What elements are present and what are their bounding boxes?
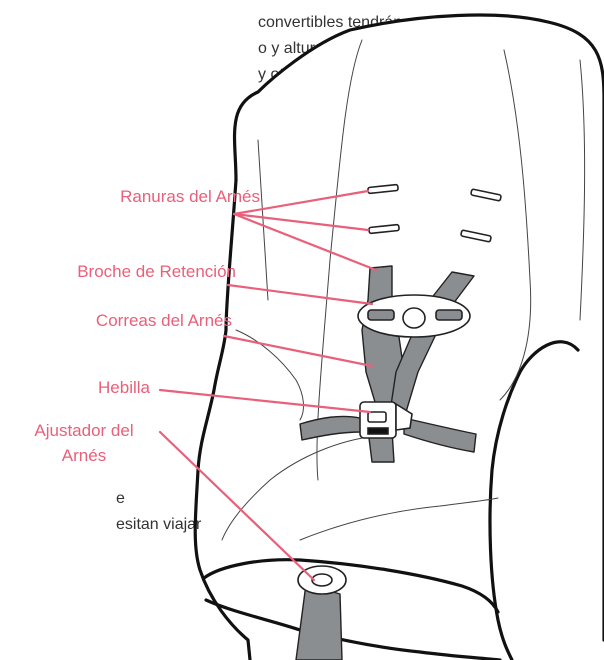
label-harness-slots: Ranuras del Arnés xyxy=(120,186,260,208)
seat-left-edge xyxy=(195,180,250,660)
harness-straps-pointer xyxy=(224,336,372,366)
bottom-crotch-strap xyxy=(296,584,342,660)
harness-adjuster-pointer xyxy=(160,432,314,580)
left-lap-belt xyxy=(300,416,362,440)
label-harness-adjuster-line-1: Ajustador del xyxy=(34,420,133,442)
buckle-pointer xyxy=(160,390,370,412)
seat-base-front xyxy=(204,560,498,612)
label-buckle: Hebilla xyxy=(98,377,150,399)
label-chest-clip: Broche de Retención xyxy=(77,261,236,283)
label-harness-adjuster-line-2: Arnés xyxy=(62,445,106,467)
chest-clip xyxy=(358,295,470,337)
label-harness-straps: Correas del Arnés xyxy=(96,310,232,332)
